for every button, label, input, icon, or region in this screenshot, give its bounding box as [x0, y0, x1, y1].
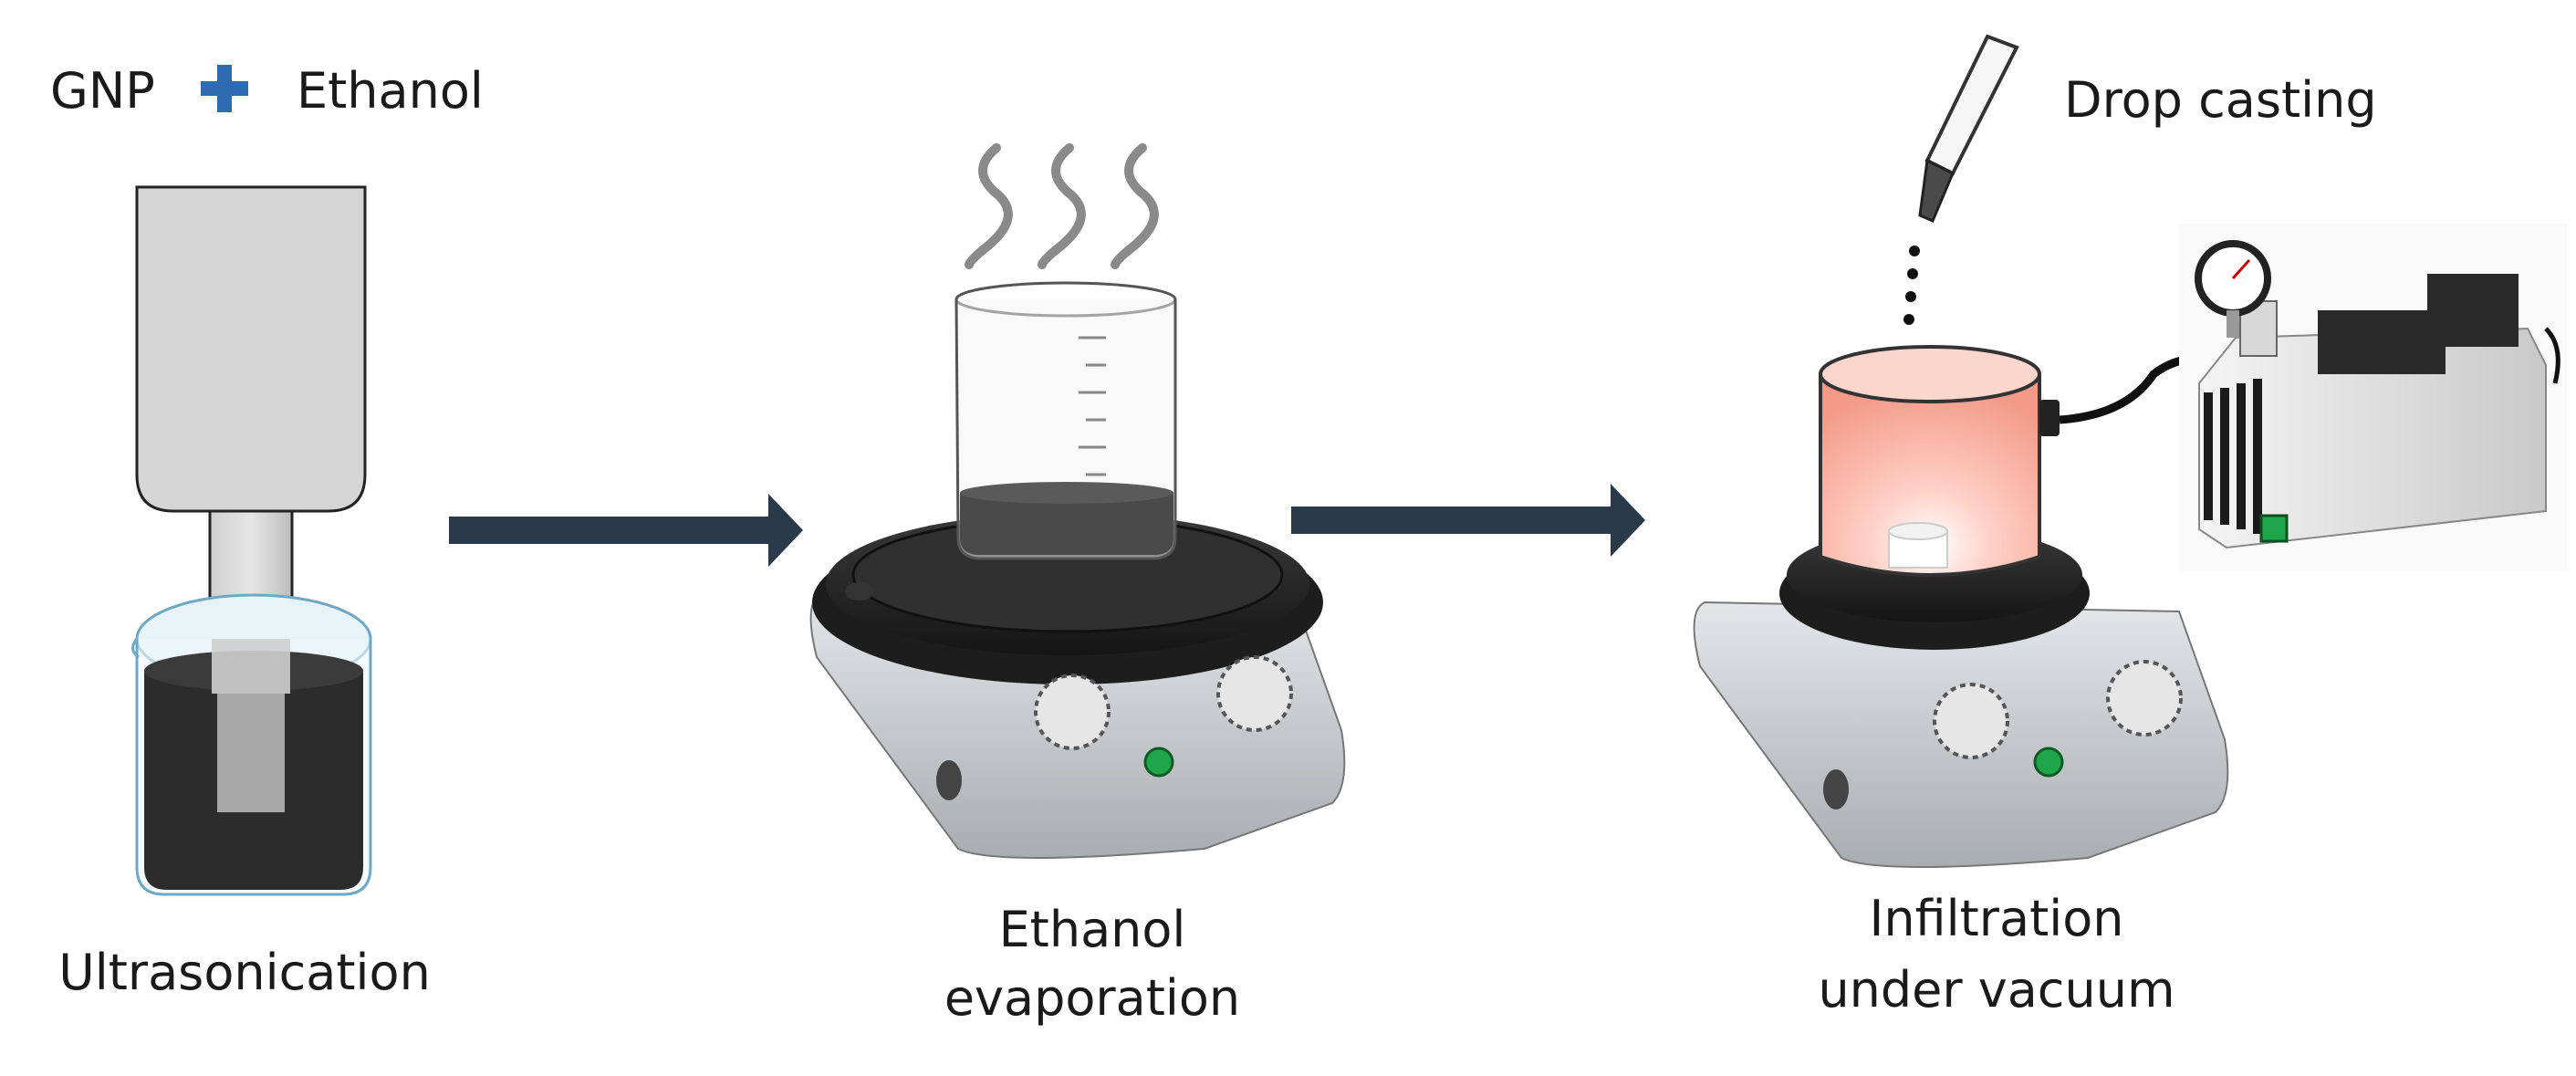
steam-icon — [965, 143, 1159, 269]
vacuum-pump-icon — [2179, 224, 2567, 570]
ethanol-evaporation-label-line2: evaporation — [944, 969, 1241, 1027]
right-arrow-icon — [1291, 484, 1645, 557]
infiltration-label-line2: under vacuum — [1818, 961, 2175, 1019]
right-arrow-icon — [449, 494, 803, 567]
sample-icon — [1888, 522, 1948, 569]
hotplate-stirrer-icon — [1693, 528, 2229, 868]
pipette-icon — [1903, 34, 2019, 325]
beaker-icon — [131, 593, 372, 896]
ethanol-label: Ethanol — [297, 62, 484, 120]
mold-icon — [1819, 345, 2229, 577]
ethanol-evaporation-label-line1: Ethanol — [998, 901, 1186, 958]
drop-casting-label: Drop casting — [2064, 71, 2377, 129]
ultrasonication-label: Ultrasonication — [58, 944, 431, 1001]
hotplate-stirrer-icon — [809, 513, 1346, 859]
gnp-label: GNP — [50, 62, 155, 120]
plus-icon — [201, 65, 248, 112]
beaker-icon — [954, 281, 1177, 560]
infiltration-label-line1: Infiltration — [1869, 890, 2124, 947]
